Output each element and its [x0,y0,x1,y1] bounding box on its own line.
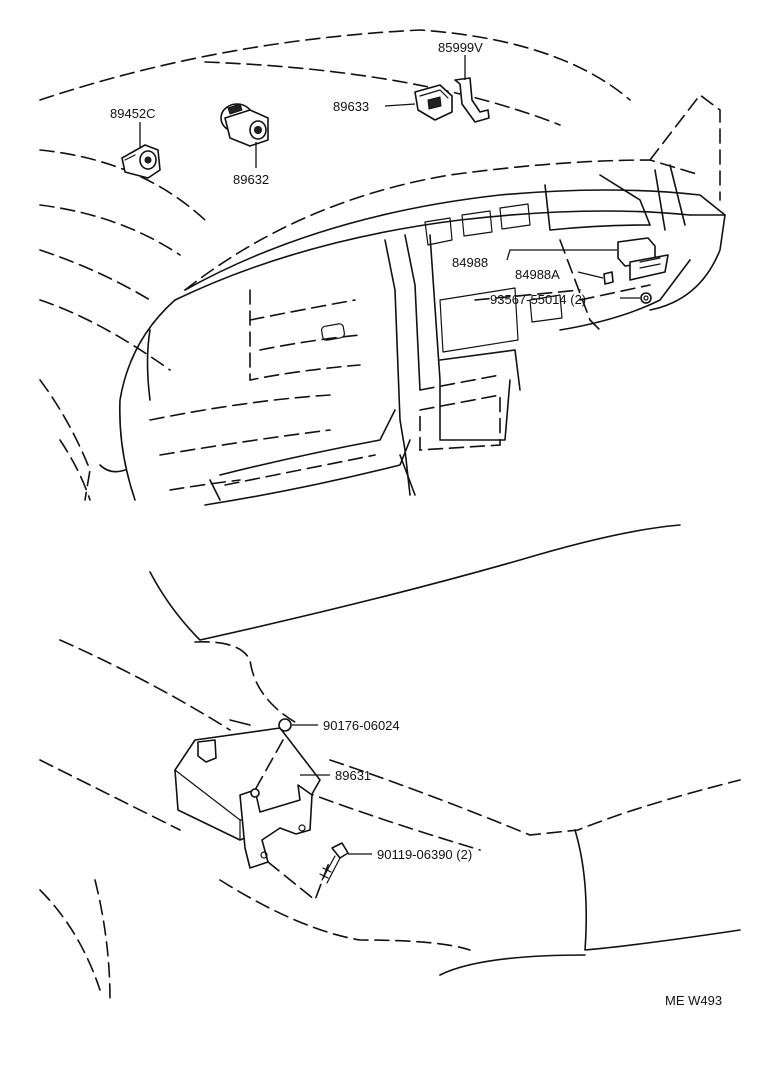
label-89632: 89632 [233,172,269,187]
label-90176: 90176-06024 [323,718,400,733]
sensor-89632 [220,103,269,168]
module-89631 [174,727,331,902]
label-84988a: 84988A [515,267,560,282]
label-89452c: 89452C [110,106,156,121]
label-85999v: 85999V [438,40,483,55]
label-93567: 93567-55014 (2) [490,292,586,307]
body-panel-outline [39,524,741,1001]
label-90119: 90119-06390 (2) [377,847,472,862]
label-84988: 84988 [452,255,488,270]
sensor-89452c [121,122,161,179]
dashboard-outline [39,29,726,506]
module-84988 [506,237,669,304]
diagram-code: ME W493 [665,993,722,1008]
bracket-85999v [454,55,490,123]
label-89633: 89633 [333,99,369,114]
sensor-89633 [384,84,453,121]
bolt-90119 [319,842,372,884]
nut-90176 [278,718,318,732]
label-89631: 89631 [335,768,371,783]
